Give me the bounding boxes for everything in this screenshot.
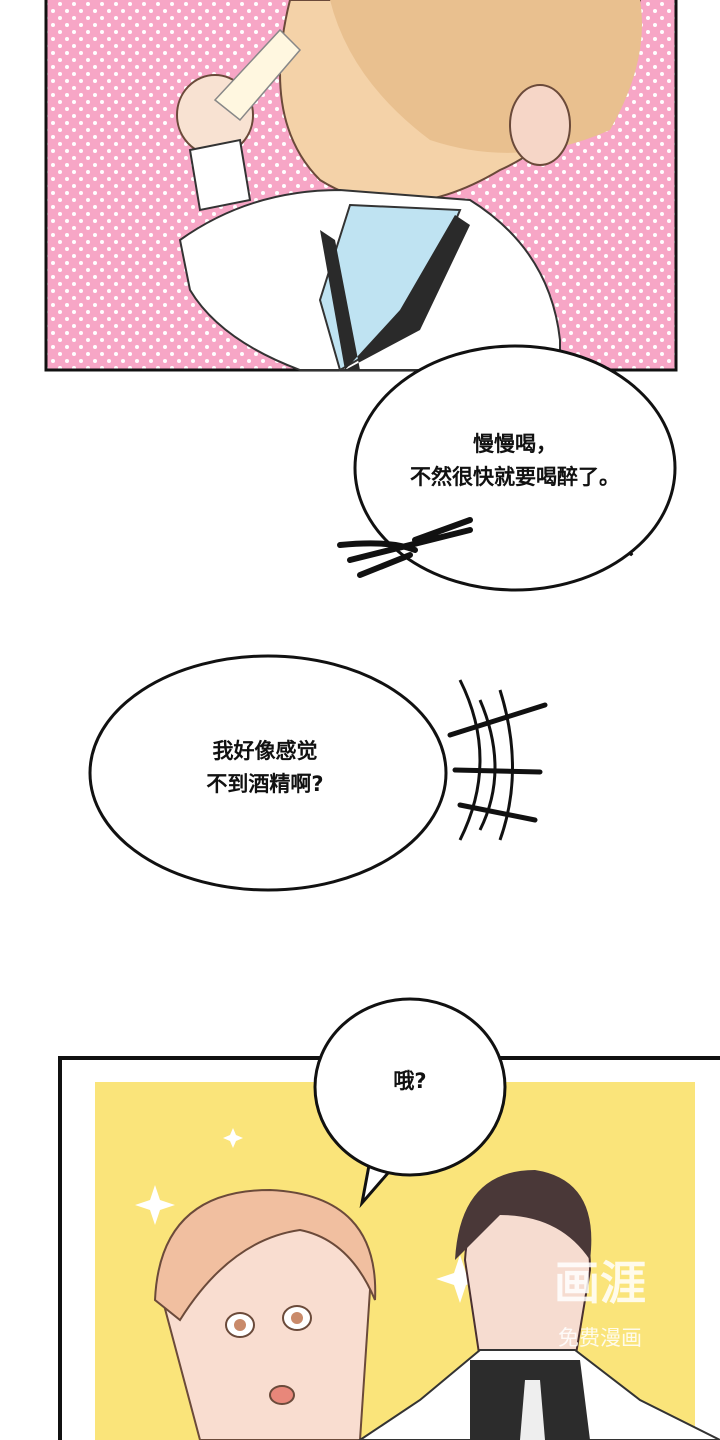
emphasis-lines [458,679,514,841]
bottom-panel [58,1056,720,1440]
watermark-logo: 画涯 [554,1256,646,1310]
motion-lines [337,517,473,578]
watermark-caption: 免费漫画 [558,1326,642,1350]
speech-bubble-2 [88,654,548,892]
speech-bubble-3 [313,997,507,1209]
bubble-1-text: 慢慢喝， 不然很快就要喝醉了。 [410,432,620,489]
bubble-3-text: 哦? [393,1069,427,1093]
bubble-2-text: 我好像感觉 不到酒精啊? [206,739,324,796]
speech-bubble-1 [337,344,677,592]
top-panel [44,0,678,372]
